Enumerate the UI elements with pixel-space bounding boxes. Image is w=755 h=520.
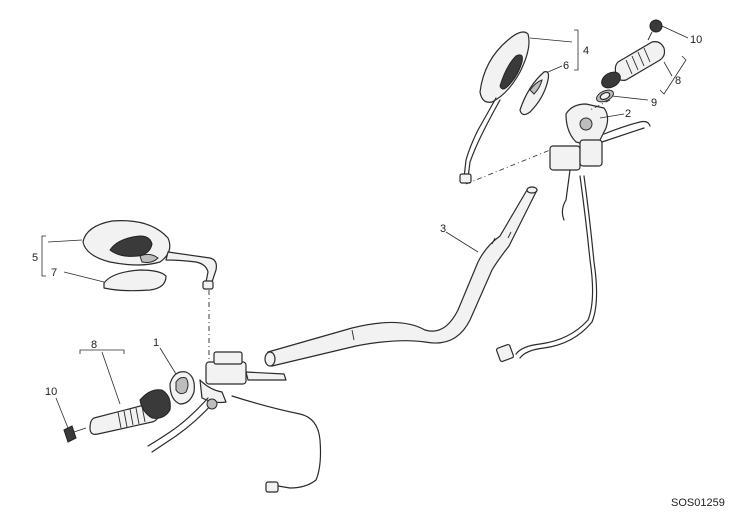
left-grip bbox=[89, 389, 171, 435]
assembly-lines bbox=[208, 99, 611, 362]
front-brake-master-cylinder bbox=[495, 103, 651, 363]
callout-9: 9 bbox=[651, 97, 657, 109]
callout-4: 4 bbox=[583, 45, 589, 57]
callout-3: 3 bbox=[440, 223, 446, 235]
left-bar-end-bolt bbox=[63, 425, 87, 443]
callout-8-right: 8 bbox=[675, 75, 681, 87]
clutch-master-cylinder bbox=[147, 351, 322, 493]
callout-10-right: 10 bbox=[690, 34, 702, 46]
callout-10-left: 10 bbox=[45, 386, 57, 398]
handlebar bbox=[264, 186, 538, 367]
callout-2: 2 bbox=[625, 108, 631, 120]
right-grip bbox=[601, 41, 666, 89]
right-bar-end-bolt bbox=[647, 19, 663, 41]
drawing-code: SOS01259 bbox=[671, 497, 725, 509]
right-mirror bbox=[459, 31, 530, 184]
callout-5: 5 bbox=[32, 252, 38, 264]
right-grip-ring bbox=[596, 89, 614, 103]
callout-labels: 1 2 3 4 5 6 7 8 8 9 10 10 bbox=[32, 34, 702, 398]
left-mirror bbox=[82, 220, 217, 290]
callout-8-left: 8 bbox=[91, 339, 97, 351]
left-mirror-cover bbox=[103, 269, 167, 292]
callout-leaders bbox=[41, 25, 689, 429]
left-switch bbox=[169, 371, 195, 405]
callout-6: 6 bbox=[563, 60, 569, 72]
callout-7: 7 bbox=[51, 267, 57, 279]
callout-1: 1 bbox=[153, 337, 159, 349]
right-mirror-cover bbox=[519, 71, 550, 116]
